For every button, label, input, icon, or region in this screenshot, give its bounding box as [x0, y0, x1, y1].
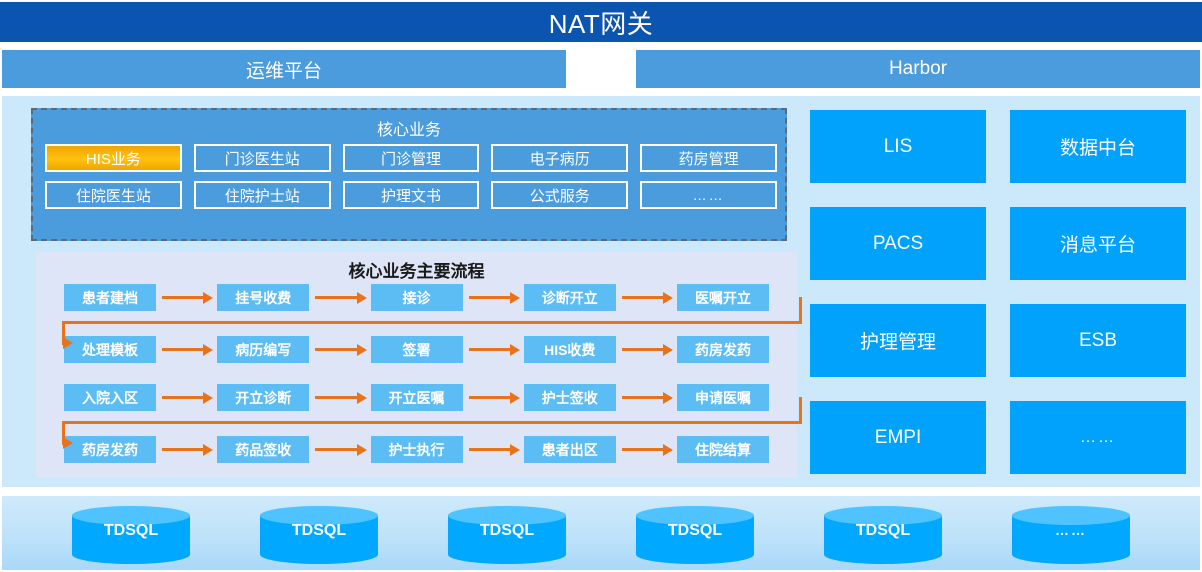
- flow-arrow-icon: [616, 343, 677, 356]
- module-esb[interactable]: ESB: [1010, 304, 1186, 377]
- module-pacs[interactable]: PACS: [810, 207, 986, 280]
- flow-step-pharmacy-dispense-2[interactable]: 药房发药: [64, 436, 156, 463]
- core-item-inpatient-doctor[interactable]: 住院医生站: [45, 181, 182, 209]
- core-item-his[interactable]: HIS业务: [45, 144, 182, 172]
- database-label: TDSQL: [855, 522, 911, 539]
- flow-step-order-create[interactable]: 医嘱开立: [677, 284, 769, 311]
- database-label: ……: [1055, 522, 1087, 538]
- database-cylinder[interactable]: TDSQL: [636, 506, 754, 564]
- cylinder-top-icon: [636, 506, 754, 525]
- module-grid: LIS 数据中台 PACS 消息平台 护理管理 ESB EMPI ……: [810, 110, 1186, 474]
- core-item-more[interactable]: ……: [640, 181, 777, 209]
- flow-arrow-icon: [309, 343, 370, 356]
- flow-step-appointment-fee[interactable]: 挂号收费: [217, 284, 310, 311]
- connector-segment: [62, 321, 802, 324]
- core-business-title: 核心业务: [376, 122, 441, 139]
- flow-step-nurse-execute[interactable]: 护士执行: [370, 436, 463, 463]
- module-message-platform[interactable]: 消息平台: [1010, 207, 1186, 280]
- ops-platform-bar[interactable]: 运维平台: [2, 50, 566, 88]
- core-business-row: 住院医生站 住院护士站 护理文书 公式服务 ……: [45, 181, 777, 209]
- cylinder-top-icon: [448, 506, 566, 525]
- flow-arrow-icon: [463, 391, 524, 404]
- flow-row: 入院入区 开立诊断 开立医嘱 护士签收 申请医嘱: [64, 384, 769, 411]
- flow-row: 处理模板 病历编写 签署 HIS收费 药房发药: [64, 336, 769, 363]
- flow-arrow-icon: [309, 391, 370, 404]
- nat-gateway-label: NAT网关: [548, 8, 654, 39]
- flow-step-his-fee[interactable]: HIS收费: [523, 336, 616, 363]
- flow-arrow-icon: [463, 291, 524, 304]
- flow-arrow-icon: [156, 443, 217, 456]
- flow-arrow-icon: [616, 391, 677, 404]
- flow-step-inpatient-settlement[interactable]: 住院结算: [677, 436, 769, 463]
- flow-arrow-icon: [463, 443, 524, 456]
- core-business-row: HIS业务 门诊医生站 门诊管理 电子病历 药房管理: [45, 144, 777, 172]
- core-item-nursing-docs[interactable]: 护理文书: [342, 181, 480, 209]
- connector-segment: [799, 297, 802, 324]
- flow-step-reception[interactable]: 接诊: [370, 284, 463, 311]
- core-business-box: 核心业务 HIS业务 门诊医生站 门诊管理 电子病历 药房管理 住院医生站 住院…: [31, 108, 787, 241]
- flow-step-diagnosis[interactable]: 诊断开立: [523, 284, 616, 311]
- flow-step-patient-register[interactable]: 患者建档: [64, 284, 156, 311]
- cylinder-top-icon: [1012, 506, 1130, 525]
- module-lis[interactable]: LIS: [810, 110, 986, 183]
- flow-arrow-icon: [616, 291, 677, 304]
- flow-step-record-writing[interactable]: 病历编写: [217, 336, 310, 363]
- database-cylinder[interactable]: TDSQL: [824, 506, 942, 564]
- flow-step-template[interactable]: 处理模板: [64, 336, 156, 363]
- flow-step-create-order[interactable]: 开立医嘱: [370, 384, 463, 411]
- flow-step-create-diagnosis[interactable]: 开立诊断: [217, 384, 310, 411]
- nat-gateway-bar: NAT网关: [0, 2, 1202, 42]
- module-nursing-mgmt[interactable]: 护理管理: [810, 304, 986, 377]
- database-label: TDSQL: [667, 522, 723, 539]
- core-item-outpatient-doctor[interactable]: 门诊医生站: [193, 144, 331, 172]
- flow-step-patient-discharge[interactable]: 患者出区: [523, 436, 616, 463]
- module-more[interactable]: ……: [1010, 401, 1186, 474]
- flow-title: 核心业务主要流程: [348, 262, 485, 281]
- database-label: TDSQL: [479, 522, 535, 539]
- flow-arrow-icon: [156, 391, 217, 404]
- cylinder-top-icon: [824, 506, 942, 525]
- cylinder-top-icon: [72, 506, 190, 525]
- database-label: TDSQL: [291, 522, 347, 539]
- database-cylinder[interactable]: TDSQL: [72, 506, 190, 564]
- flow-arrow-icon: [309, 443, 370, 456]
- core-item-emr[interactable]: 电子病历: [491, 144, 629, 172]
- flow-arrow-icon: [156, 291, 217, 304]
- flow-step-admission[interactable]: 入院入区: [64, 384, 156, 411]
- module-empi[interactable]: EMPI: [810, 401, 986, 474]
- database-label: TDSQL: [103, 522, 159, 539]
- ops-platform-label: 运维平台: [245, 60, 322, 82]
- database-strip: TDSQL TDSQL TDSQL TDSQL TDSQL: [2, 496, 1200, 570]
- flow-row: 药房发药 药品签收 护士执行 患者出区 住院结算: [64, 436, 769, 463]
- core-business-grid: HIS业务 门诊医生站 门诊管理 电子病历 药房管理 住院医生站 住院护士站 护…: [45, 144, 777, 209]
- database-cylinder[interactable]: TDSQL: [260, 506, 378, 564]
- harbor-bar[interactable]: Harbor: [636, 50, 1200, 88]
- flow-arrow-icon: [616, 443, 677, 456]
- module-data-platform[interactable]: 数据中台: [1010, 110, 1186, 183]
- database-cylinder[interactable]: TDSQL: [448, 506, 566, 564]
- flow-panel: 核心业务主要流程 患者建档 挂号收费 接诊 诊断开立 医嘱开立 处理模板 病历编: [36, 252, 802, 478]
- cylinder-top-icon: [260, 506, 378, 525]
- flow-step-pharmacy-dispense[interactable]: 药房发药: [677, 336, 769, 363]
- core-item-outpatient-mgmt[interactable]: 门诊管理: [342, 144, 480, 172]
- database-cylinder-more[interactable]: ……: [1012, 506, 1130, 564]
- main-panel: 核心业务 HIS业务 门诊医生站 门诊管理 电子病历 药房管理 住院医生站 住院…: [2, 96, 1200, 487]
- flow-row: 患者建档 挂号收费 接诊 诊断开立 医嘱开立: [64, 284, 769, 311]
- flow-arrow-icon: [463, 343, 524, 356]
- flow-arrow-icon: [309, 291, 370, 304]
- core-item-inpatient-nurse[interactable]: 住院护士站: [193, 181, 331, 209]
- connector-segment: [799, 397, 802, 424]
- flow-step-request-order[interactable]: 申请医嘱: [677, 384, 769, 411]
- flow-arrow-icon: [156, 343, 217, 356]
- flow-step-signature[interactable]: 签署: [370, 336, 463, 363]
- connector-segment: [62, 421, 802, 424]
- flow-step-nurse-receive[interactable]: 护士签收: [523, 384, 616, 411]
- core-item-formula-service[interactable]: 公式服务: [491, 181, 629, 209]
- flow-step-drug-receive[interactable]: 药品签收: [217, 436, 310, 463]
- core-item-pharmacy-mgmt[interactable]: 药房管理: [640, 144, 777, 172]
- harbor-label: Harbor: [888, 58, 948, 79]
